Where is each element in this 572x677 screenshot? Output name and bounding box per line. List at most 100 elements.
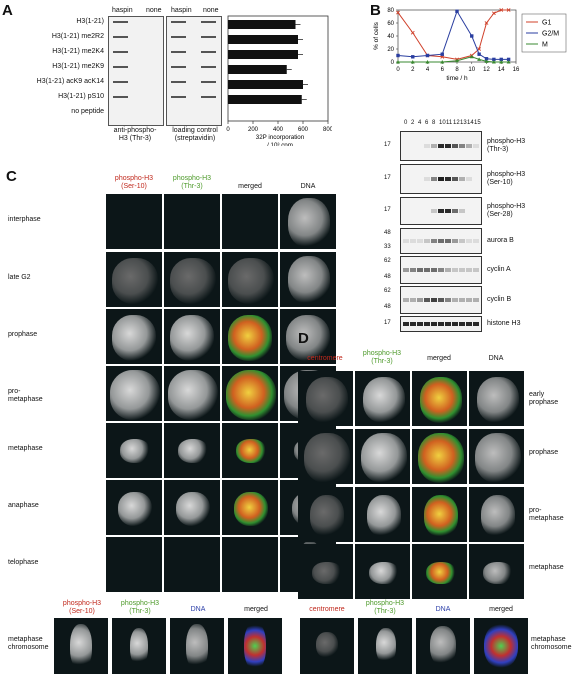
blot-band xyxy=(445,144,451,148)
series-point xyxy=(455,58,459,63)
micrograph-tile xyxy=(300,618,354,674)
cell-signal xyxy=(418,433,464,483)
blot-band xyxy=(403,322,409,326)
blot-band xyxy=(445,209,451,213)
micrograph-tile xyxy=(280,252,336,307)
legend-label: G2/M xyxy=(542,31,559,38)
haspin-band xyxy=(113,21,128,23)
x-tick-label: 4 xyxy=(426,67,430,73)
bar-5 xyxy=(228,95,302,104)
cell-signal xyxy=(369,562,399,584)
blot-band xyxy=(424,177,430,181)
panel-d-label: D xyxy=(298,330,309,347)
blot-band xyxy=(445,239,451,243)
blot-band xyxy=(431,209,437,213)
cell-signal xyxy=(186,624,208,670)
micrograph-tile xyxy=(298,544,353,599)
mw-marker: 17 xyxy=(384,175,391,181)
western-blot xyxy=(400,316,482,332)
series-point xyxy=(425,60,430,64)
bottom-row-label: metaphase chromosome xyxy=(8,636,49,651)
cell-signal xyxy=(170,258,216,304)
western-blot xyxy=(400,286,482,314)
blot-band xyxy=(438,322,444,326)
blot-band xyxy=(403,298,409,302)
streptavidin-none-band xyxy=(201,81,216,83)
lane-label: 12 xyxy=(453,120,460,126)
blot-band xyxy=(403,239,409,243)
x-tick-label: 400 xyxy=(273,127,284,133)
x-tick-label: 2 xyxy=(411,67,415,73)
y-axis-label: % of cells xyxy=(373,21,380,50)
streptavidin-none-band xyxy=(201,51,216,53)
blot-band xyxy=(466,144,472,148)
cell-signal xyxy=(110,370,160,420)
peptide-row-label: H3(1-21) xyxy=(76,18,104,25)
cell-signal xyxy=(112,258,158,304)
phase-row-label: pro- metaphase xyxy=(529,507,564,522)
cell-signal xyxy=(367,495,401,537)
blot-antibody-label: cyclin A xyxy=(487,266,511,273)
lane-label: 11 xyxy=(446,120,453,126)
streptavidin-none-band xyxy=(201,36,216,38)
caption-loading-control: loading control (streptavidin) xyxy=(172,127,218,142)
micrograph-tile xyxy=(164,252,220,307)
blot-band xyxy=(431,239,437,243)
series-point-x xyxy=(477,47,482,51)
micrograph-tile xyxy=(469,429,524,484)
blot-band xyxy=(473,144,479,148)
blot-band xyxy=(445,177,451,181)
x-tick-label: 16 xyxy=(513,67,520,73)
micrograph-tile xyxy=(164,423,220,478)
blot-band xyxy=(459,177,465,181)
series-point xyxy=(469,54,474,59)
blot-band xyxy=(410,322,416,326)
micrograph-tile xyxy=(474,618,528,674)
western-blot xyxy=(400,131,482,161)
cell-signal xyxy=(363,377,405,423)
micrograph-tile xyxy=(412,429,467,484)
haspin-band xyxy=(113,36,128,38)
series-point xyxy=(440,52,444,56)
mw-marker: 48 xyxy=(384,304,391,310)
blot-band xyxy=(473,298,479,302)
blot-band xyxy=(459,209,465,213)
blot-band xyxy=(452,298,458,302)
cell-signal xyxy=(288,198,330,248)
blot-band xyxy=(473,177,479,181)
micrograph-tile xyxy=(412,544,467,599)
cell-signal xyxy=(228,315,272,361)
micrograph-tile xyxy=(298,487,353,542)
micrograph-tile xyxy=(54,618,108,674)
micrograph-tile xyxy=(164,366,220,421)
micrograph-tile xyxy=(228,618,282,674)
micrograph-tile xyxy=(222,480,278,535)
blot-band xyxy=(431,322,437,326)
blot-band xyxy=(459,268,465,272)
mw-marker: 62 xyxy=(384,258,391,264)
x-tick-label: 0 xyxy=(226,127,230,133)
cell-signal xyxy=(168,370,218,420)
none-col-header-1: none xyxy=(146,7,162,14)
cell-signal xyxy=(112,315,156,361)
blot-band xyxy=(445,322,451,326)
series-point xyxy=(484,57,489,61)
micrograph-tile xyxy=(280,194,336,249)
cell-signal xyxy=(176,492,210,526)
cell-signal xyxy=(475,433,521,483)
column-header: phospho-H3 (Ser-10) xyxy=(114,175,154,190)
blot-band xyxy=(424,298,430,302)
lane-label: 10 xyxy=(439,120,446,126)
micrograph-tile xyxy=(358,618,412,674)
blot-band xyxy=(438,268,444,272)
micrograph-tile xyxy=(106,252,162,307)
streptavidin-none-band xyxy=(201,66,216,68)
micrograph-tile xyxy=(222,423,278,478)
panel-a-label: A xyxy=(2,2,13,19)
blot-band xyxy=(403,209,409,213)
blot-band xyxy=(459,239,465,243)
cell-signal xyxy=(236,439,266,463)
micrograph-tile xyxy=(164,480,220,535)
x-axis-label-line2: / 10³ cpm xyxy=(267,142,293,146)
